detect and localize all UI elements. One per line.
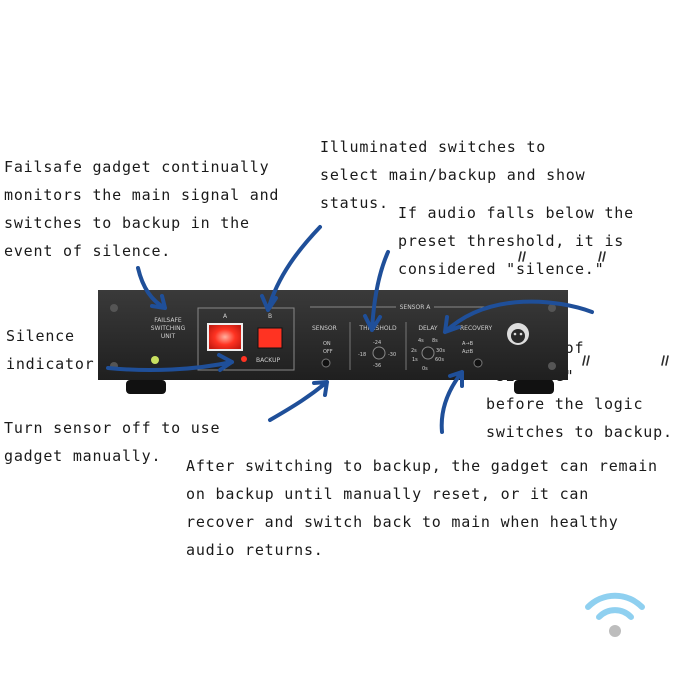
backup-led bbox=[241, 356, 247, 362]
gorilla-logo-eye bbox=[519, 332, 523, 336]
sensor-label: SENSOR bbox=[312, 325, 337, 332]
screw-icon bbox=[548, 304, 556, 312]
recovery-toggle[interactable] bbox=[473, 358, 483, 368]
wifi-arc-inner bbox=[596, 607, 634, 620]
silence-indicator-led bbox=[151, 356, 159, 364]
delay-tick: 1s bbox=[412, 357, 418, 363]
delay-tick: 8s bbox=[432, 338, 438, 344]
delay-tick: 60s bbox=[435, 357, 444, 363]
failsafe-device: FAILSAFE SWITCHING UNIT A B BACKUP SENSO… bbox=[98, 290, 568, 394]
delay-tick: 2s bbox=[411, 348, 417, 354]
backup-label: BACKUP bbox=[256, 357, 280, 364]
gorilla-logo-eye bbox=[513, 332, 517, 336]
switch-a-button[interactable] bbox=[207, 323, 243, 351]
note-sensor-off: Turn sensor off to use gadget manually. bbox=[4, 419, 221, 465]
threshold-label: THRESHOLD bbox=[358, 325, 397, 332]
switch-b-label: B bbox=[268, 313, 272, 320]
delay-tick: 0s bbox=[422, 366, 428, 372]
threshold-tick: -30 bbox=[388, 352, 396, 358]
note-silence-indicator: Silence indicator. bbox=[6, 327, 105, 373]
sensor-toggle[interactable] bbox=[321, 358, 331, 368]
wifi-icon bbox=[585, 592, 645, 637]
note-switches: Illuminated switches to select main/back… bbox=[320, 138, 586, 212]
screw-icon bbox=[110, 362, 118, 370]
screw-icon bbox=[548, 362, 556, 370]
threshold-tick: -36 bbox=[373, 363, 381, 369]
delay-tick: 30s bbox=[436, 348, 445, 354]
note-threshold: If audio falls below the preset threshol… bbox=[398, 204, 634, 278]
delay-label: DELAY bbox=[418, 325, 438, 332]
device-title-line3: UNIT bbox=[161, 333, 176, 340]
recovery-ab-label: A→B bbox=[462, 341, 474, 347]
recovery-label: RECOVERY bbox=[460, 325, 492, 332]
wifi-dot bbox=[609, 625, 621, 637]
note-failsafe: Failsafe gadget continually monitors the… bbox=[4, 158, 280, 260]
switch-a-label: A bbox=[223, 313, 228, 320]
screw-icon bbox=[110, 304, 118, 312]
gorilla-logo-face bbox=[511, 329, 525, 343]
delay-tick: 4s bbox=[418, 338, 424, 344]
wifi-arc-outer bbox=[585, 592, 645, 610]
threshold-tick: -24 bbox=[373, 340, 381, 346]
delay-knob[interactable] bbox=[421, 346, 435, 360]
threshold-knob[interactable] bbox=[372, 346, 386, 360]
note-recovery: After switching to backup, the gadget ca… bbox=[186, 457, 658, 559]
switch-panel bbox=[197, 307, 295, 371]
device-title-line2: SWITCHING bbox=[151, 325, 186, 332]
device-title-line1: FAILSAFE bbox=[154, 317, 182, 324]
sensor-on-label: ON bbox=[323, 341, 331, 347]
sensor-group-label: SENSOR A bbox=[400, 304, 432, 311]
sensor-off-label: OFF bbox=[323, 349, 333, 355]
threshold-tick: -18 bbox=[358, 352, 366, 358]
foot-left bbox=[126, 380, 166, 394]
foot-right bbox=[514, 380, 554, 394]
recovery-aba-label: A⇄B bbox=[462, 349, 474, 355]
switch-b-button[interactable] bbox=[257, 327, 283, 349]
